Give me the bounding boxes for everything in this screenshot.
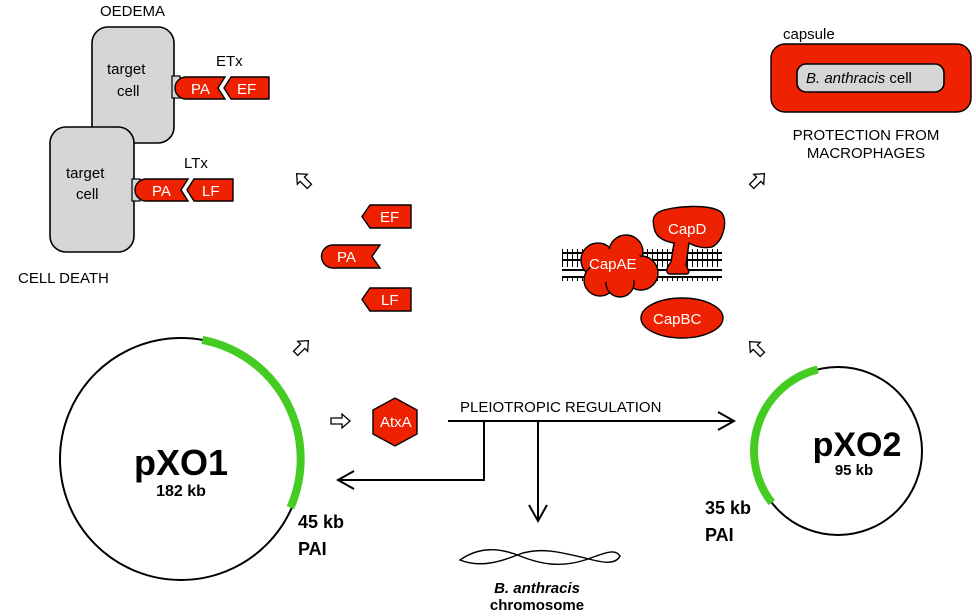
- ef-component-label: EF: [380, 209, 399, 226]
- ltx-lf-label: LF: [202, 183, 220, 200]
- protection-line2: MACROPHAGES: [807, 145, 925, 162]
- pleiotropic-regulation-label: PLEIOTROPIC REGULATION: [460, 399, 661, 416]
- atxa-regulator: AtxA: [372, 397, 418, 447]
- arrowhead-to-pxo2-icon: [717, 411, 737, 431]
- lf-component: LF: [361, 287, 412, 312]
- target-cell-top: target cell: [91, 26, 181, 144]
- oedema-label: OEDEMA: [100, 3, 165, 20]
- arrowhead-to-chromosome-icon: [528, 504, 548, 524]
- ltx-label: LTx: [184, 155, 208, 172]
- ltx-pa-label: PA: [152, 183, 171, 200]
- capd-protein: CapD: [652, 205, 726, 275]
- etx-complex: PA EF: [174, 76, 270, 100]
- capd-label: CapD: [668, 221, 707, 238]
- protection-line1: PROTECTION FROM: [793, 127, 940, 144]
- pa-component-label: PA: [337, 249, 356, 266]
- ef-component: EF: [361, 204, 412, 229]
- capae-label: CapAE: [589, 256, 637, 273]
- hollow-arrow-pxo2-up-icon: [748, 340, 766, 358]
- etx-label: ETx: [216, 53, 243, 70]
- chromosome: B. anthracis chromosome: [458, 549, 621, 614]
- capae-protein: CapAE: [580, 234, 659, 298]
- target-cell-top-line2: cell: [117, 83, 140, 100]
- capbc-label: CapBC: [653, 311, 702, 328]
- atxa-label: AtxA: [380, 414, 412, 431]
- hollow-arrow-to-toxins-icon: [295, 172, 313, 190]
- pa-component: PA: [320, 244, 382, 269]
- cell-death-label: CELL DEATH: [18, 270, 109, 287]
- chromosome-label-line2: chromosome: [490, 597, 584, 614]
- etx-pa-label: PA: [191, 81, 210, 98]
- chromosome-label-line1: B. anthracis: [494, 580, 580, 597]
- capbc-protein: CapBC: [640, 297, 724, 339]
- lf-component-label: LF: [381, 292, 399, 309]
- pai-left-label: PAI: [298, 539, 327, 559]
- pxo2-label: pXO2: [813, 426, 902, 464]
- pxo1-size: 182 kb: [156, 483, 206, 500]
- capsule-label: capsule: [783, 26, 835, 43]
- pai-left-size: 45 kb: [298, 512, 344, 532]
- target-cell-bottom-line1: target: [66, 165, 105, 182]
- ltx-complex: PA LF: [134, 178, 234, 202]
- hollow-arrow-to-atxa-icon: [330, 412, 351, 430]
- bacterium-cell-label: B. anthracis cell: [806, 70, 912, 87]
- capsule: B. anthracis cell: [770, 43, 972, 113]
- target-cell-top-line1: target: [107, 61, 146, 78]
- target-cell-bottom-line2: cell: [76, 186, 99, 203]
- hollow-arrow-pxo1-up-icon: [292, 339, 310, 357]
- pxo1-plasmid: pXO1 182 kb: [59, 335, 305, 581]
- pxo2-plasmid: pXO2 95 kb: [750, 365, 923, 536]
- pxo1-label: pXO1: [134, 442, 228, 483]
- pai-right-size: 35 kb: [705, 498, 751, 518]
- pxo2-size: 95 kb: [835, 462, 873, 479]
- etx-ef-label: EF: [237, 81, 256, 98]
- pai-right-label: PAI: [705, 525, 734, 545]
- hollow-arrow-to-capsule-icon: [748, 172, 766, 190]
- regulation-arrows: [335, 411, 737, 524]
- target-cell-bottom: target cell: [49, 126, 141, 253]
- arrowhead-to-pxo1-icon: [335, 470, 355, 490]
